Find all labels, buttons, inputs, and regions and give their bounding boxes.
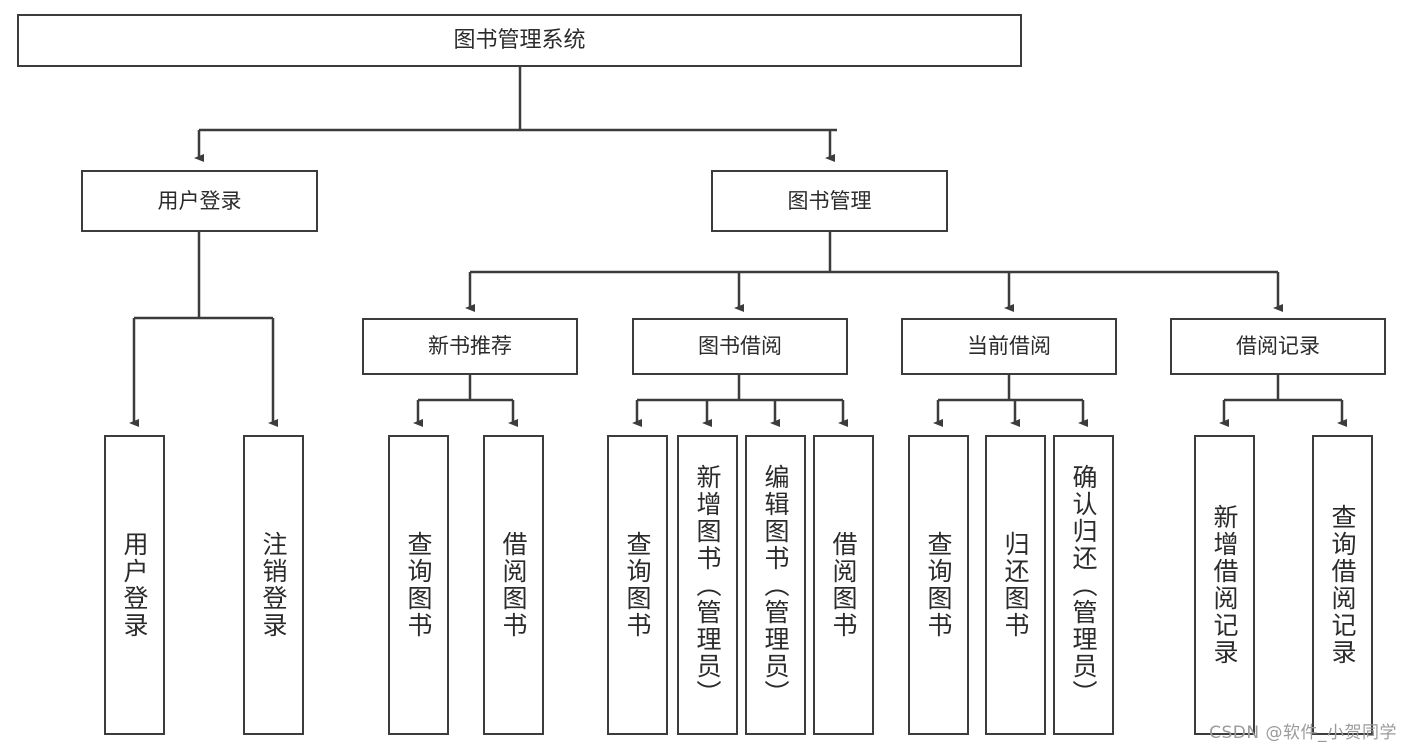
- csdn-watermark: CSDN @软件_小贺同学: [1209, 723, 1397, 743]
- node-label: 借阅记录: [1236, 334, 1320, 359]
- node-book-management[interactable]: 图书管理: [711, 170, 948, 232]
- leaf-current-confirm-return-admin[interactable]: 确认归还（管理员）: [1053, 435, 1114, 735]
- leaf-borrow-add-book-admin[interactable]: 新增图书（管理员）: [677, 435, 738, 735]
- node-current-borrow[interactable]: 当前借阅: [901, 318, 1117, 375]
- node-label: 用户登录: [120, 531, 149, 639]
- node-label: 归还图书: [1001, 531, 1030, 639]
- leaf-record-add-record[interactable]: 新增借阅记录: [1194, 435, 1255, 735]
- node-label: 借阅图书: [829, 531, 858, 639]
- leaf-current-return-book[interactable]: 归还图书: [985, 435, 1046, 735]
- node-label: 用户登录: [157, 188, 242, 213]
- node-label: 编辑图书（管理员）: [761, 463, 790, 707]
- node-book-borrow[interactable]: 图书借阅: [632, 318, 848, 375]
- node-label: 注销登录: [259, 531, 288, 639]
- node-user-login[interactable]: 用户登录: [81, 170, 318, 232]
- leaf-recommend-query-book[interactable]: 查询图书: [388, 435, 449, 735]
- node-new-book-recommend[interactable]: 新书推荐: [362, 318, 578, 375]
- node-label: 新增图书（管理员）: [693, 463, 722, 707]
- leaf-user-login-login[interactable]: 用户登录: [104, 435, 165, 735]
- leaf-user-login-logout[interactable]: 注销登录: [243, 435, 304, 735]
- node-label: 查询图书: [623, 531, 652, 639]
- node-label: 图书借阅: [698, 334, 782, 359]
- leaf-borrow-borrow-book[interactable]: 借阅图书: [813, 435, 874, 735]
- node-label: 确认归还（管理员）: [1069, 463, 1098, 707]
- node-label: 查询图书: [404, 531, 433, 639]
- leaf-current-query-book[interactable]: 查询图书: [908, 435, 969, 735]
- node-label: 查询图书: [924, 531, 953, 639]
- node-label: 新增借阅记录: [1210, 504, 1239, 666]
- leaf-record-query-record[interactable]: 查询借阅记录: [1312, 435, 1373, 735]
- node-label: 当前借阅: [967, 334, 1051, 359]
- node-borrow-record[interactable]: 借阅记录: [1170, 318, 1386, 375]
- node-label: 新书推荐: [428, 334, 512, 359]
- node-label: 图书管理: [787, 188, 872, 213]
- leaf-borrow-query-book[interactable]: 查询图书: [607, 435, 668, 735]
- node-root-book-management-system[interactable]: 图书管理系统: [17, 14, 1022, 67]
- node-label: 借阅图书: [499, 531, 528, 639]
- node-label: 查询借阅记录: [1328, 504, 1357, 666]
- leaf-recommend-borrow-book[interactable]: 借阅图书: [483, 435, 544, 735]
- leaf-borrow-edit-book-admin[interactable]: 编辑图书（管理员）: [745, 435, 806, 735]
- node-label: 图书管理系统: [453, 27, 586, 53]
